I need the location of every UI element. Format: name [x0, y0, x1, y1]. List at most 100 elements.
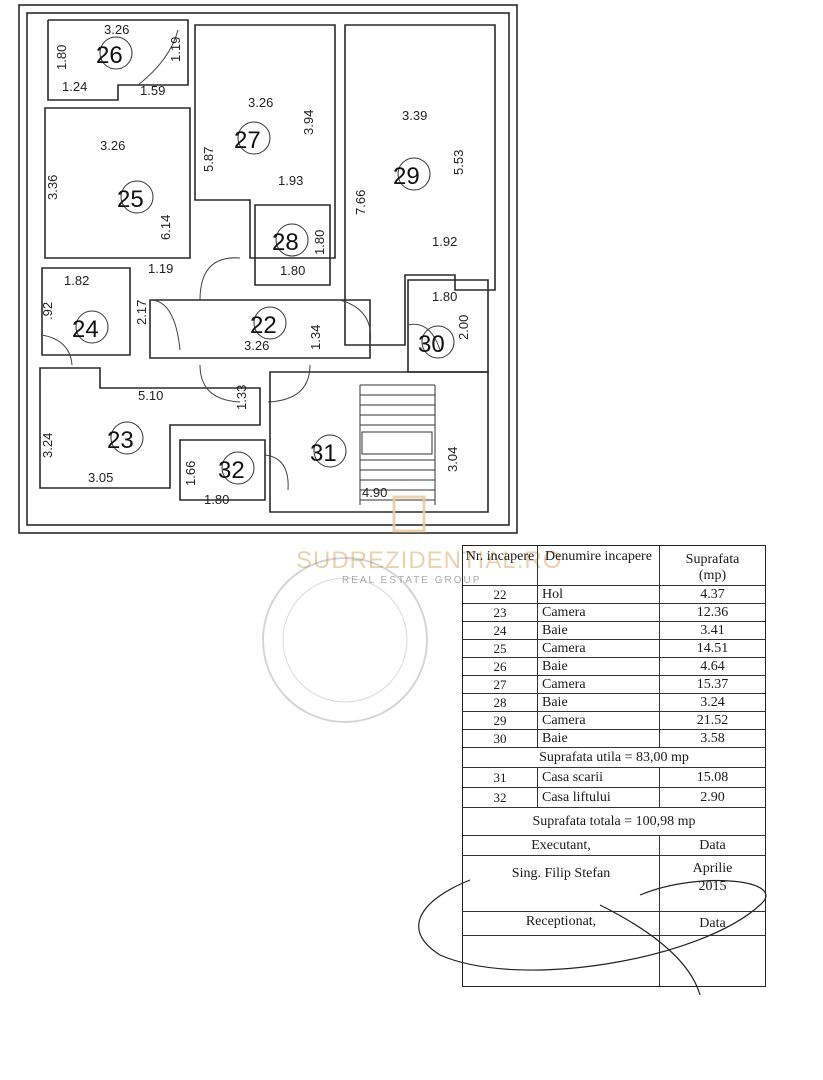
dimension-label: 1.92	[432, 234, 457, 249]
dimension-label: 3.24	[40, 433, 55, 458]
room-28-walls	[254, 204, 331, 286]
dimension-label: 3.26	[248, 95, 273, 110]
room-32-door	[264, 454, 289, 491]
receptionat-row: Receptionat, Data	[463, 912, 765, 936]
room-23-number: 23	[107, 427, 134, 454]
dimension-label: 3.26	[100, 138, 125, 153]
room-name-cell: Baie	[538, 622, 660, 639]
dimension-label: 1.80	[312, 230, 327, 255]
dimension-label: 6.14	[158, 215, 173, 240]
subtotal-row: Suprafata utila = 83,00 mp	[463, 748, 765, 768]
dimension-label: 1.19	[148, 261, 173, 276]
data-label: Data	[699, 838, 726, 853]
room-area-cell: 15.08	[696, 770, 729, 785]
room-27-number: 27	[234, 127, 261, 154]
stamp-icon	[262, 557, 428, 723]
room-name-cell: Camera	[538, 604, 660, 621]
room-29-walls	[344, 24, 496, 346]
room-number-cell: 27	[463, 676, 538, 693]
signature-row: Sing. Filip Stefan Aprilie 2015	[463, 856, 765, 912]
receptionat-signature-cell	[463, 936, 660, 986]
empty-signature-row	[463, 936, 765, 986]
room-24-number: 24	[72, 316, 99, 343]
table-header-row: Nr. incapere Denumire incapere Suprafata…	[463, 546, 765, 586]
room-22-number: 22	[250, 312, 277, 339]
room-22-door-top	[199, 257, 241, 301]
dimension-label: 5.53	[451, 150, 466, 175]
dimension-label: 5.87	[201, 147, 216, 172]
watermark-logo-icon	[392, 495, 426, 533]
room-22-door-left	[149, 299, 181, 351]
room-31-number: 31	[310, 440, 337, 467]
room-24-door	[41, 334, 73, 366]
room-number-cell: 25	[463, 640, 538, 657]
header-name: Denumire incapere	[538, 546, 660, 585]
total-row: Suprafata totala = 100,98 mp	[463, 808, 765, 836]
room-number-cell: 24	[463, 622, 538, 639]
executant-label: Executant,	[463, 836, 660, 855]
watermark: SUDREZIDENTIAL.RO REAL ESTATE GROUP	[296, 495, 561, 586]
dimension-label: 7.66	[353, 190, 368, 215]
room-area-cell: 3.24	[700, 695, 725, 710]
room-area-cell: 2.90	[700, 790, 725, 805]
room-name-cell: Baie	[538, 694, 660, 711]
staircase-treads	[359, 384, 436, 505]
room-32-number: 32	[218, 457, 245, 484]
dimension-label: 1.19	[168, 37, 183, 62]
room-22-door-bottom	[199, 364, 311, 403]
room-area-cell: 14.51	[696, 641, 729, 656]
room-22-walls	[149, 299, 371, 359]
room-area-cell: 4.37	[700, 587, 725, 602]
dimension-label: 3.05	[88, 470, 113, 485]
dimensions: 3.26 1.80 1.19 1.24 1.59 3.26 3.94 3.26 …	[40, 22, 471, 507]
dimension-label: 3.94	[301, 110, 316, 135]
dimension-label: 1.33	[234, 385, 249, 410]
dimension-label: 1.93	[278, 173, 303, 188]
dimension-label: 1.80	[432, 289, 457, 304]
executant-name: Sing. Filip Stefan	[463, 856, 660, 911]
dimension-label: 3.26	[244, 338, 269, 353]
room-name-cell: Baie	[538, 658, 660, 675]
room-area-cell: 3.58	[700, 731, 725, 746]
room-22-door-right	[339, 299, 372, 346]
room-area-table: Nr. incapere Denumire incapere Suprafata…	[462, 545, 766, 987]
dimension-label: 3.39	[402, 108, 427, 123]
room-27-walls	[194, 24, 336, 259]
room-area-cell: 3.41	[700, 623, 725, 638]
dimension-label: 1.59	[140, 83, 165, 98]
room-numbers: 22 23 24 25 26 27 28 29 30 31 32	[72, 36, 455, 485]
dimension-label: 4.90	[362, 485, 387, 500]
dimension-label: 1.66	[183, 461, 198, 486]
room-number-cell: 23	[463, 604, 538, 621]
dimension-label: 3.36	[45, 175, 60, 200]
executant-row: Executant, Data	[463, 836, 765, 856]
dimension-label: .92	[40, 302, 55, 320]
dimension-label: 2.17	[134, 300, 149, 325]
room-24-walls	[41, 267, 131, 356]
dimension-label: 1.24	[62, 79, 87, 94]
room-29-number: 29	[393, 163, 420, 190]
inner-wall-line	[26, 12, 510, 526]
room-number-cell: 29	[463, 712, 538, 729]
room-area-cell: 21.52	[696, 713, 729, 728]
data-value: Aprilie 2015	[660, 856, 765, 911]
room-area-cell: 4.64	[700, 659, 725, 674]
room-area-cell: 12.36	[696, 605, 729, 620]
dimension-label: 5.10	[138, 388, 163, 403]
room-30-door	[407, 323, 441, 351]
room-number-cell: 32	[463, 788, 538, 807]
room-name-cell: Casa scarii	[538, 768, 660, 787]
dimension-label: 2.00	[456, 315, 471, 340]
room-28-number: 28	[272, 229, 299, 256]
room-area-cell: 15.37	[696, 677, 729, 692]
